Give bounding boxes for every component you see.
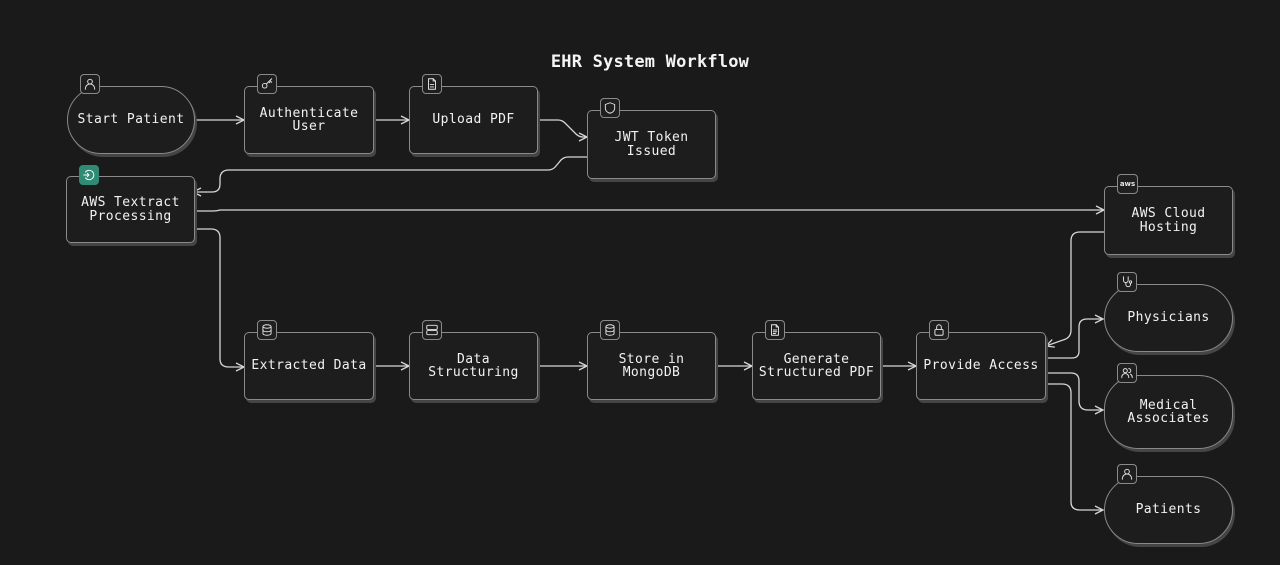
key-icon	[257, 74, 277, 94]
user-icon	[1117, 464, 1137, 484]
node-aws-textract-processing[interactable]: AWS Textract Processing	[66, 176, 195, 243]
server-icon	[422, 320, 442, 340]
shield-icon	[600, 98, 620, 118]
node-aws-cloud-hosting[interactable]: AWS Cloud Hosting	[1104, 186, 1233, 255]
node-label: Authenticate User	[259, 105, 359, 134]
textract-icon	[79, 165, 99, 185]
node-label: Store in MongoDB	[618, 351, 685, 380]
node-label: Provide Access	[923, 358, 1039, 374]
node-physicians[interactable]: Physicians	[1104, 284, 1233, 352]
edge-aws-cloud-to-access	[1046, 231, 1104, 346]
aws-icon-text: aws	[1119, 180, 1136, 188]
node-label: AWS Cloud Hosting	[1131, 206, 1206, 235]
file-icon	[422, 74, 442, 94]
node-extracted-data[interactable]: Extracted Data	[244, 332, 374, 400]
lock-icon	[929, 320, 949, 340]
aws-icon: aws	[1117, 174, 1138, 194]
node-provide-access[interactable]: Provide Access	[916, 332, 1046, 400]
node-label: Upload PDF	[432, 112, 515, 128]
node-label: JWT Token Issued	[614, 130, 689, 159]
node-upload-pdf[interactable]: Upload PDF	[409, 86, 538, 154]
node-label: AWS Textract Processing	[81, 195, 180, 224]
node-label: Generate Structured PDF	[758, 351, 875, 380]
database-icon	[600, 320, 620, 340]
node-label: Extracted Data	[251, 358, 367, 374]
node-start-patient[interactable]: Start Patient	[67, 86, 195, 154]
node-authenticate-user[interactable]: Authenticate User	[244, 86, 374, 154]
node-label: Medical Associates	[1127, 397, 1210, 426]
edge-upload-to-jwt	[538, 119, 587, 137]
users-icon	[1117, 363, 1137, 383]
node-label: Data Structuring	[428, 351, 519, 380]
node-label: Patients	[1135, 502, 1202, 518]
node-jwt-token-issued[interactable]: JWT Token Issued	[587, 110, 716, 179]
stethoscope-icon	[1117, 272, 1137, 292]
node-medical-associates[interactable]: Medical Associates	[1104, 375, 1233, 449]
file-text-icon	[765, 320, 785, 340]
diagram-title: EHR System Workflow	[550, 52, 750, 72]
node-label: Physicians	[1127, 310, 1210, 326]
node-generate-structured-pdf[interactable]: Generate Structured PDF	[752, 332, 881, 400]
database-icon	[257, 320, 277, 340]
edge-access-to-patients	[1046, 383, 1103, 510]
node-label: Start Patient	[77, 112, 185, 128]
edge-access-to-associates	[1046, 372, 1103, 410]
node-data-structuring[interactable]: Data Structuring	[409, 332, 538, 400]
edge-textract-to-extracted	[195, 228, 244, 367]
edge-textract-to-aws-cloud	[195, 210, 1104, 211]
node-store-in-mongodb[interactable]: Store in MongoDB	[587, 332, 716, 400]
edge-access-to-physicians	[1046, 319, 1103, 359]
edge-jwt-to-textract	[193, 156, 587, 192]
node-patients[interactable]: Patients	[1104, 476, 1233, 544]
user-icon	[80, 74, 100, 94]
